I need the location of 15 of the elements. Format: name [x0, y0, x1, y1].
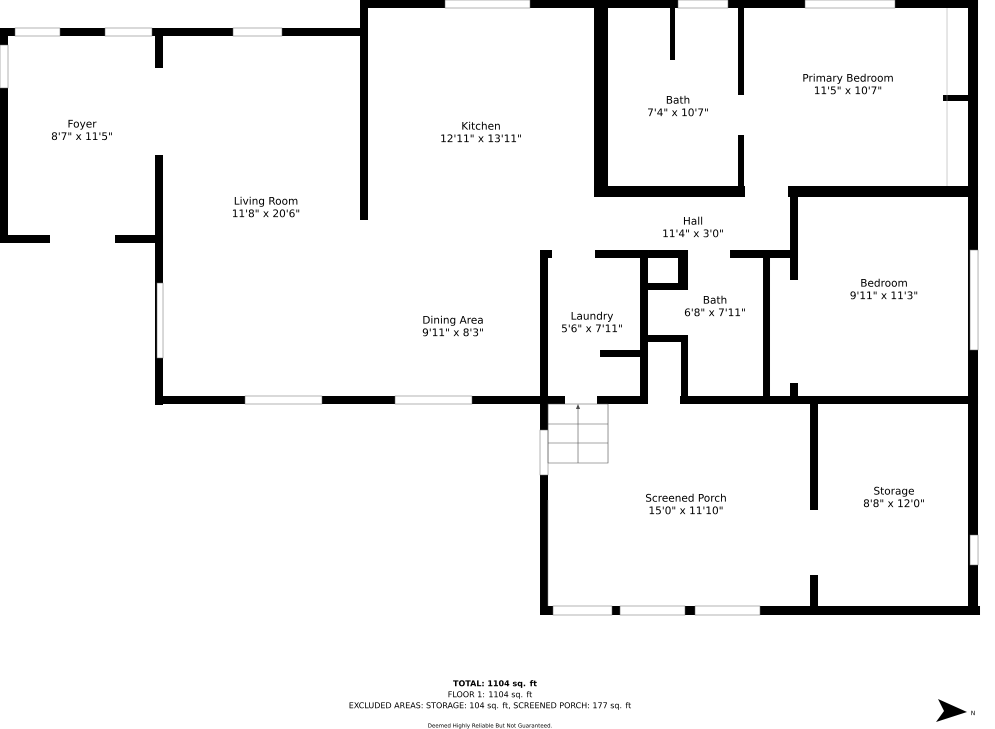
area-text: EXCLUDED AREAS: STORAGE: 104 sq. ft, SCREENED PORCH: 177 sq. ft — [350, 702, 632, 710]
room-label: Primary Bedroom 11'5" x 10'7" — [803, 74, 893, 94]
room-label: Hall 11'4" x 3'0" — [663, 216, 723, 238]
room-label: Laundry 5'6" x 7'11" — [562, 312, 622, 332]
room-label: Foyer 8'7" x 11'5" — [52, 120, 112, 140]
room-label: Living Room 11'8" x 20'6" — [232, 196, 300, 218]
room-label: Bath 6'8" x 7'11" — [684, 296, 745, 316]
room-label: Bath 7'4" x 10'7" — [648, 96, 708, 116]
area-text: FLOOR 1: 1104 sq. ft — [448, 691, 532, 699]
room-label: Storage 8'8" x 12'0" — [864, 486, 924, 508]
room-label: Dining Area 9'11" x 8'3" — [422, 316, 483, 336]
total-area-text: TOTAL: 1104 sq. ft — [453, 680, 537, 688]
room-label: Kitchen 12'11" x 13'11" — [441, 122, 521, 142]
room-label: Bedroom 9'11" x 11'3" — [850, 278, 918, 300]
room-label: Screened Porch 15'0" x 11'10" — [646, 494, 726, 514]
